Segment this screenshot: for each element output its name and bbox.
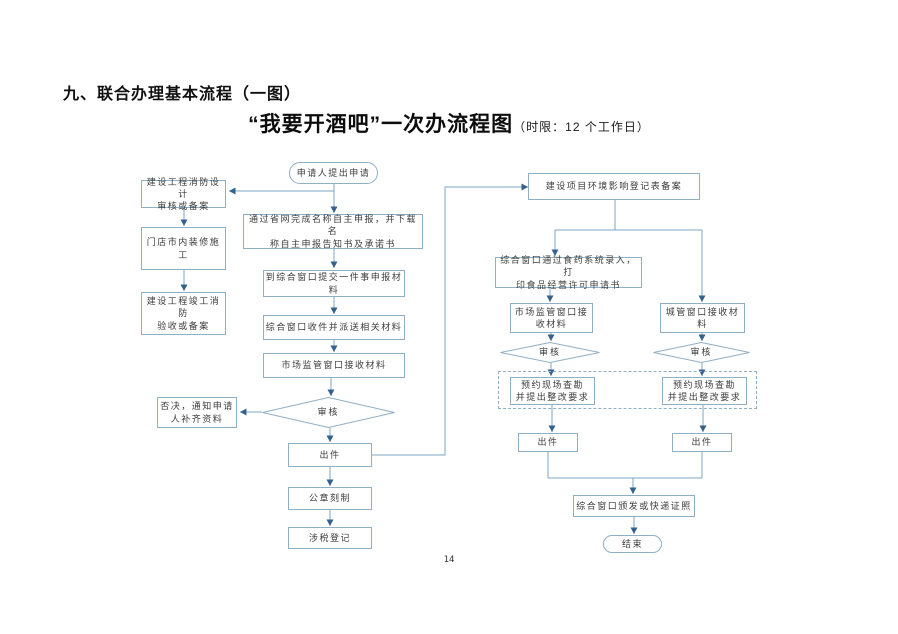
node-city-window-receive: 城管窗口接收材 料 (660, 303, 745, 333)
diamond-shape (653, 342, 750, 363)
node-reject-notice: 否决，通知申请 人补齐资料 (157, 397, 237, 428)
diamond-shape (262, 397, 395, 428)
diamond-shape (500, 342, 600, 363)
node-online-name-declare: 通过省网完成名称自主申报，并下载名 称自主申报告知书及承诺书 (243, 214, 423, 249)
node-submit-materials: 到综合窗口提交一件事申报材 料 (263, 270, 405, 297)
flowchart-title: “我要开酒吧”一次办流程图（时限：12 个工作日） (0, 108, 898, 138)
site-survey-dashed-group (498, 371, 757, 409)
page-number: 14 (443, 555, 455, 565)
flowchart-title-limit: （时限：12 个工作日） (513, 120, 650, 134)
node-env-registration: 建设项目环境影响登记表备案 (528, 173, 700, 200)
node-site-survey-right: 预约现场查勘 并提出整改要求 (662, 377, 747, 405)
node-deliver-license: 综合窗口颁发或快递证照 (573, 495, 695, 517)
arrowheads (180, 183, 707, 534)
node-tax-registration: 涉税登记 (288, 527, 372, 549)
node-review-right-right: 审核 (653, 342, 750, 363)
node-market-window-receive-right: 市场监管窗口接 收材料 (510, 303, 593, 333)
node-review-right-left: 审核 (500, 342, 600, 363)
node-food-system-entry: 综合窗口通过食药系统录入，打 印食品经营许可申请书 (495, 255, 642, 290)
node-fire-completion-acceptance: 建设工程竣工消防 验收或备案 (141, 292, 226, 335)
node-interior-construction: 门店市内装修施工 (141, 227, 226, 270)
flowchart-title-main: “我要开酒吧”一次办流程图 (248, 113, 514, 136)
diamond-label: 审核 (690, 347, 713, 358)
diamond-label: 审核 (317, 407, 340, 418)
node-seal-engraving: 公章刻制 (288, 487, 372, 510)
node-issue-left: 出件 (518, 433, 578, 452)
node-review-main: 审核 (262, 397, 395, 428)
node-issue-right: 出件 (672, 433, 732, 452)
node-market-window-receive-main: 市场监管窗口接收材料 (263, 353, 405, 378)
node-fire-design-review: 建设工程消防设计 审核或备案 (141, 177, 226, 211)
section-heading: 九、联合办理基本流程（一图） (63, 86, 302, 103)
diamond-label: 审核 (538, 347, 561, 358)
node-window-receive-dispatch: 综合窗口收件并派送相关材料 (263, 315, 405, 340)
node-issue-main: 出件 (288, 443, 372, 467)
node-end: 结束 (603, 535, 662, 553)
node-start: 申请人提出申请 (289, 162, 378, 184)
node-site-survey-left: 预约现场查勘 并提出整改要求 (510, 377, 595, 405)
